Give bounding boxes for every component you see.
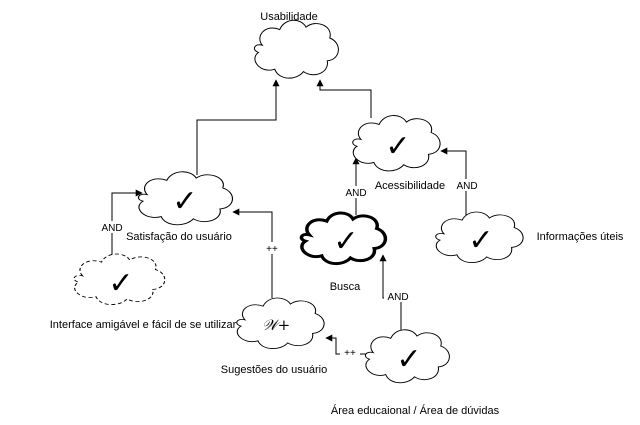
edge-area-to-sugestoes: ++ bbox=[325, 334, 368, 359]
edge-informacoes-to-acessibilidade: AND bbox=[440, 147, 482, 215]
softgoal-label: Interface amigável e fácil de se utiliza… bbox=[50, 319, 237, 331]
checkmark-icon: ✓ bbox=[108, 266, 133, 301]
edge-satisfacao-to-usabilidade bbox=[196, 79, 280, 175]
softgoal-label: Usabilidade bbox=[260, 11, 317, 23]
edge-label-plusplus: ++ bbox=[266, 244, 278, 255]
edge-label-and: AND bbox=[101, 223, 122, 234]
w-plus-icon: 𝒲+ bbox=[262, 316, 290, 334]
edge-label-bg bbox=[262, 242, 282, 254]
checkmark-icon: ✓ bbox=[385, 129, 410, 164]
checkmark-icon: ✓ bbox=[468, 223, 493, 258]
edge-label-and: AND bbox=[387, 292, 408, 303]
edge-label-bg bbox=[384, 290, 412, 302]
softgoal-usabilidade[interactable]: Usabilidade bbox=[253, 11, 340, 79]
softgoal-area-educacional[interactable]: ✓ Área educaional / Área de dúvidas bbox=[331, 329, 500, 417]
checkmark-icon: ✓ bbox=[333, 224, 358, 259]
edge-label-bg bbox=[340, 346, 360, 358]
softgoal-informacoes-uteis[interactable]: ✓ Informações úteis bbox=[435, 211, 624, 264]
edge-sugestoes-to-satisfacao: ++ bbox=[232, 208, 282, 298]
edge-interface-to-satisfacao: AND bbox=[97, 189, 143, 258]
checkmark-icon: ✓ bbox=[396, 342, 421, 377]
softgoal-sugestoes[interactable]: 𝒲+ Sugestões do usuário bbox=[221, 297, 327, 376]
softgoal-satisfacao[interactable]: ✓ Satisfação do usuário bbox=[126, 171, 234, 243]
softgoal-label: Busca bbox=[330, 281, 361, 293]
checkmark-icon: ✓ bbox=[172, 184, 197, 219]
softgoal-acessibilidade[interactable]: ✓ Acessibilidade bbox=[352, 114, 445, 192]
softgoal-label: Sugestões do usuário bbox=[221, 364, 327, 376]
edge-area-to-busca: AND bbox=[379, 254, 412, 332]
edge-label-bg bbox=[452, 179, 482, 191]
edge-acessibilidade-to-usabilidade bbox=[316, 79, 372, 118]
edge-label-and: AND bbox=[345, 188, 366, 199]
edge-busca-to-acessibilidade: AND bbox=[341, 157, 371, 215]
softgoal-label: Satisfação do usuário bbox=[126, 231, 232, 243]
softgoal-label: Área educaional / Área de dúvidas bbox=[331, 404, 500, 417]
edge-label-and: AND bbox=[456, 181, 477, 192]
softgoal-interface[interactable]: ✓ Interface amigável e fácil de se utili… bbox=[50, 253, 237, 331]
softgoal-label: Informações úteis bbox=[537, 231, 624, 243]
softgoal-label: Acessibilidade bbox=[375, 180, 445, 192]
softgoal-busca[interactable]: ✓ Busca bbox=[299, 211, 388, 293]
edge-label-bg bbox=[341, 186, 371, 198]
edge-label-plusplus: ++ bbox=[344, 348, 356, 359]
edge-label-bg bbox=[97, 221, 127, 233]
